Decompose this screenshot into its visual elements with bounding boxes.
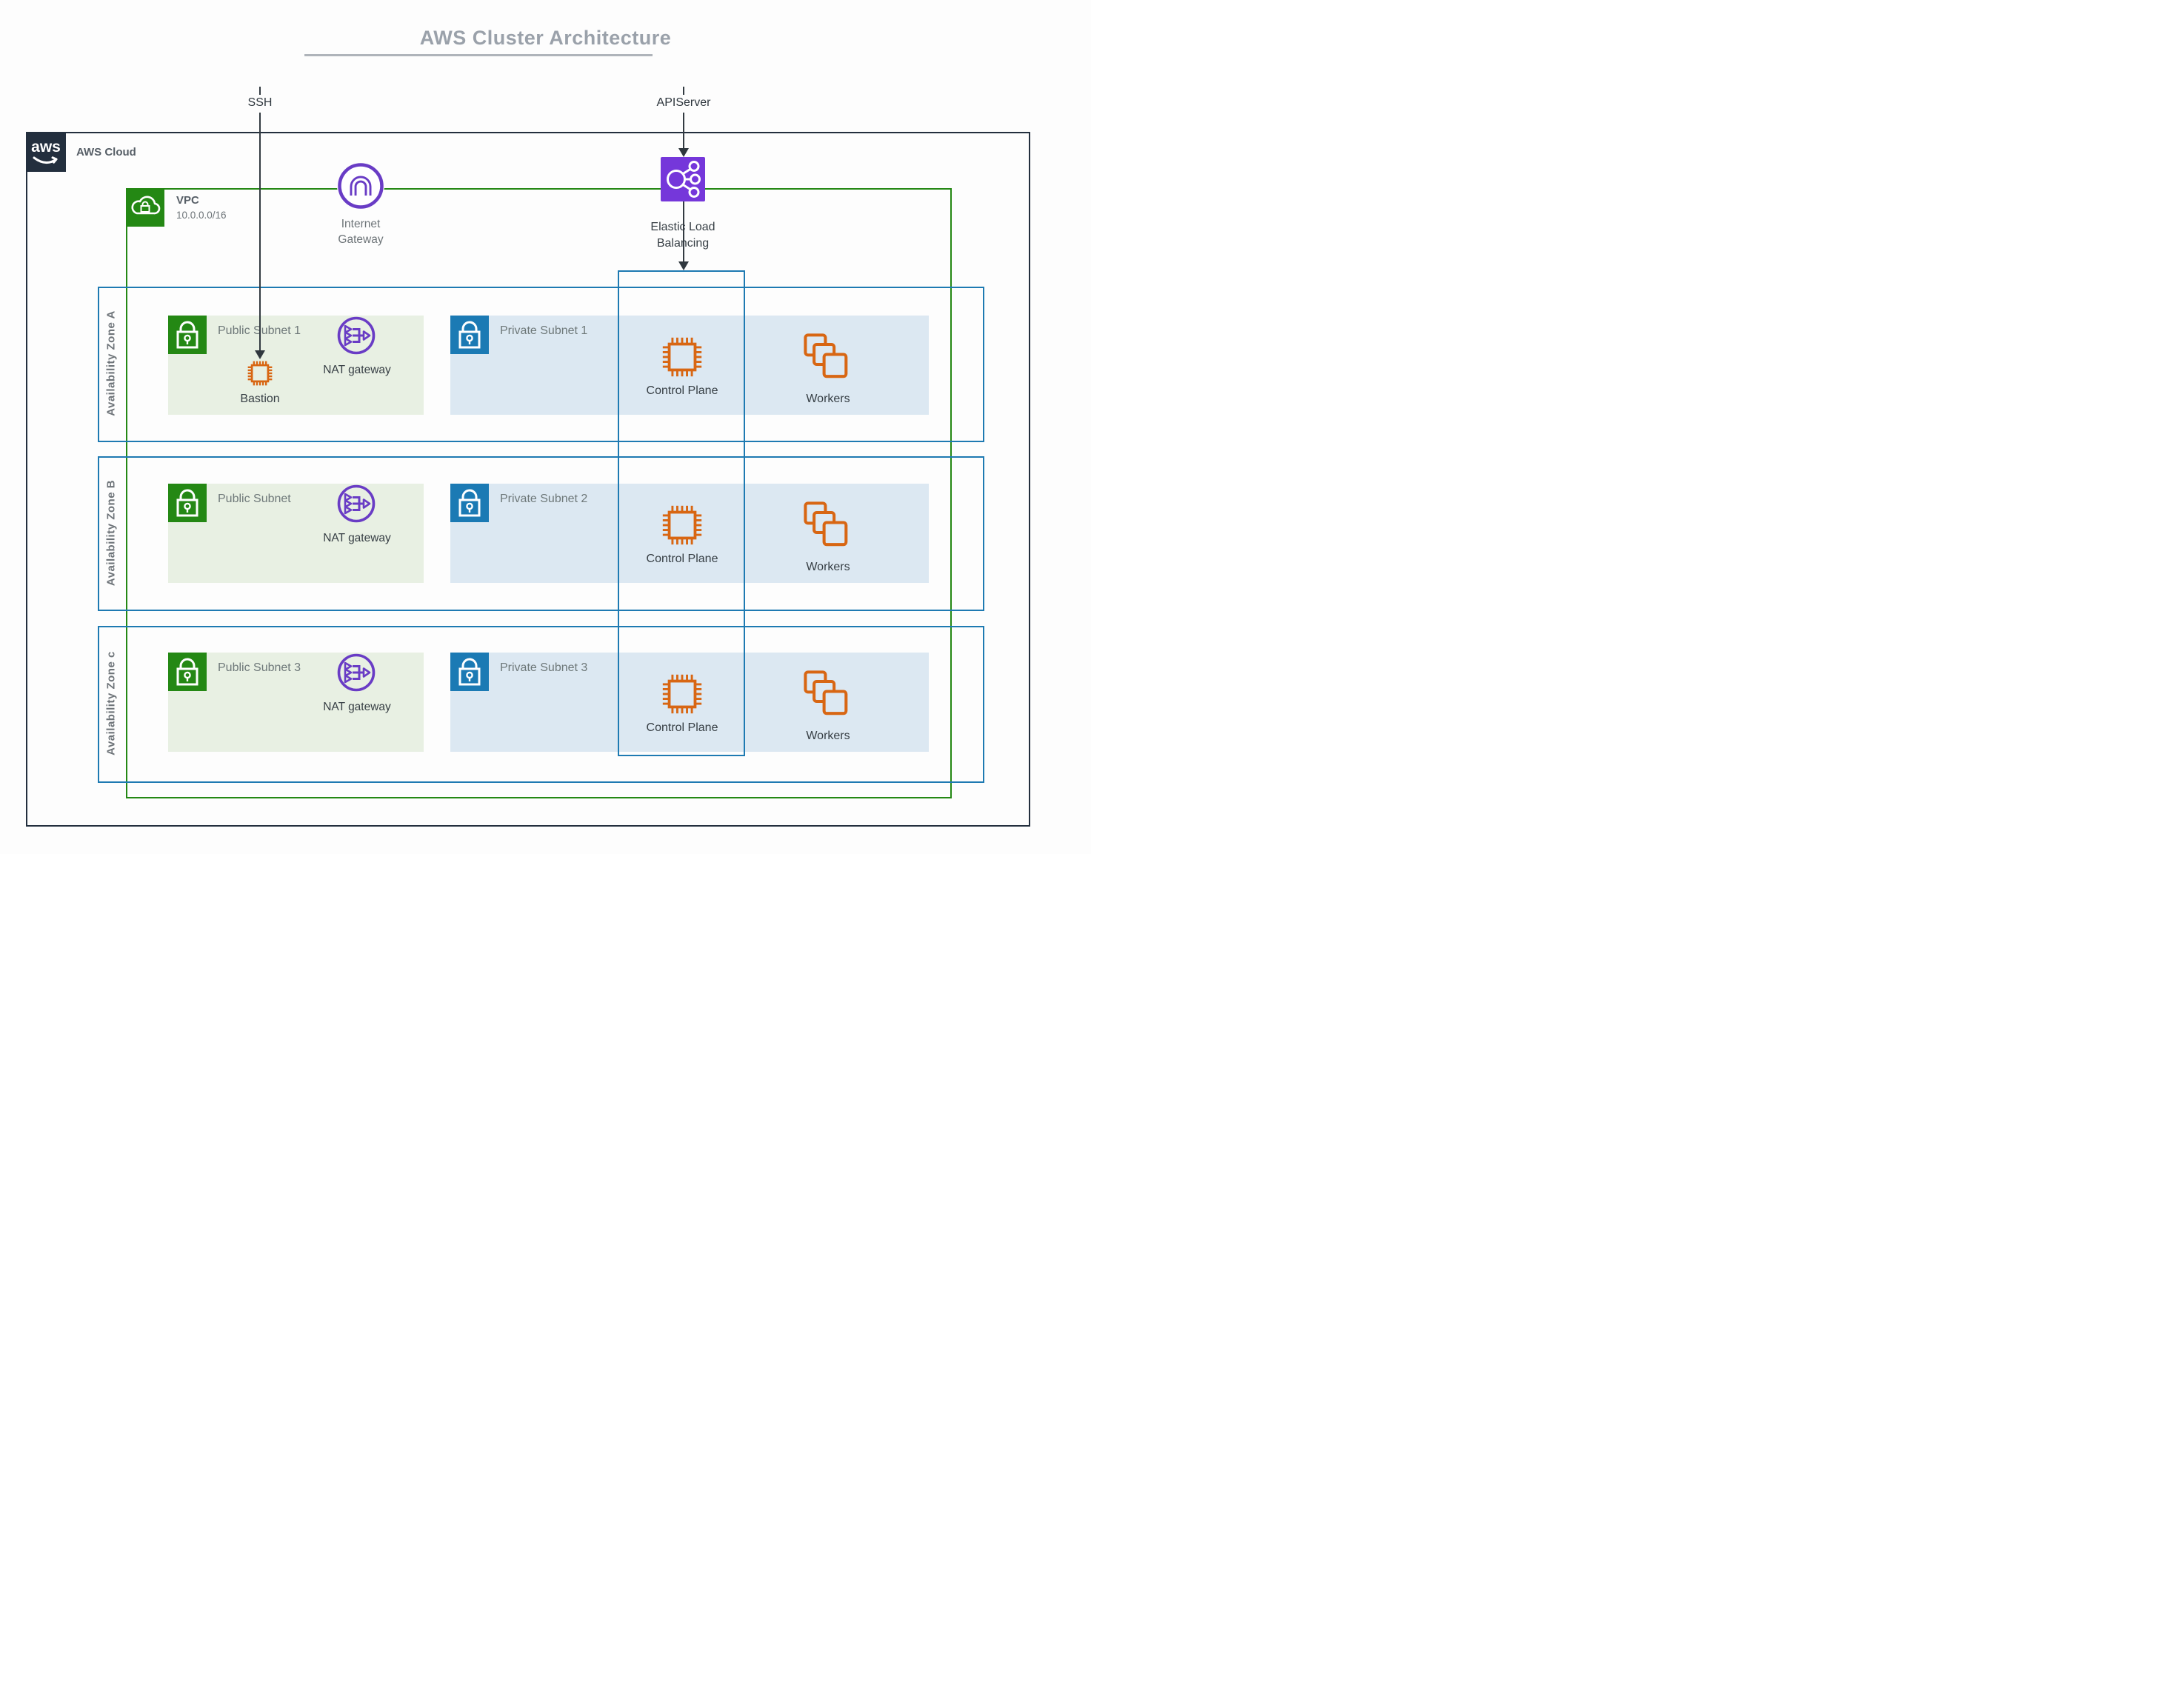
availability-zone-c-label: Availability Zone c — [104, 651, 118, 755]
private-subnet-lock-icon — [450, 316, 489, 354]
private-subnet-3-area — [450, 653, 929, 752]
elastic-load-balancing-icon — [661, 157, 705, 201]
private-subnet-lock-icon — [450, 484, 489, 522]
internet-gateway-label: Internet Gateway — [338, 218, 384, 246]
aws-logo-icon: aws — [26, 132, 66, 172]
ssh-line-top — [259, 87, 261, 95]
availability-zone-b-label: Availability Zone B — [104, 479, 118, 587]
vpc-cidr: 10.0.0.0/16 — [176, 210, 227, 221]
apiserver-arrow-line — [683, 113, 684, 148]
control-plane-label: Control Plane — [646, 384, 718, 397]
private-subnet-2-label: Private Subnet 2 — [500, 493, 588, 505]
availability-zone-c: Availability Zone c Public Subnet 3 NAT … — [98, 626, 984, 783]
private-subnet-2-area — [450, 484, 929, 583]
elb-to-controlplane-line — [683, 201, 684, 261]
workers-icon — [801, 331, 855, 384]
nat-gateway-label: NAT gateway — [323, 364, 391, 376]
vpc-box — [126, 188, 952, 798]
public-subnet-lock-icon — [168, 653, 207, 691]
control-plane-label: Control Plane — [646, 553, 718, 565]
availability-zone-c-box — [98, 626, 984, 783]
apiserver-label: APIServer — [656, 96, 711, 109]
private-subnet-1-area — [450, 316, 929, 415]
public-subnet-3-area — [168, 653, 424, 752]
apiserver-arrowhead — [678, 148, 689, 157]
control-plane-label: Control Plane — [646, 721, 718, 734]
public-subnet-b-label: Public Subnet — [218, 493, 291, 505]
public-subnet-3-label: Public Subnet 3 — [218, 661, 301, 674]
availability-zone-a-box — [98, 287, 984, 442]
title-underline — [304, 54, 653, 56]
workers-label: Workers — [806, 730, 850, 742]
svg-text:aws: aws — [31, 139, 61, 156]
availability-zone-b-box — [98, 456, 984, 611]
availability-zone-b: Availability Zone B Public Subnet NAT ga… — [98, 456, 984, 611]
ssh-arrow-line — [259, 113, 261, 355]
workers-icon — [801, 668, 855, 721]
page-title: AWS Cluster Architecture — [419, 27, 672, 49]
public-subnet-lock-icon — [168, 316, 207, 354]
vpc-icon — [126, 188, 164, 227]
ssh-label: SSH — [247, 96, 273, 109]
bastion-icon — [245, 358, 275, 388]
apiserver-line-top — [683, 87, 684, 95]
diagram-canvas: AWS Cluster Architecture aws AWS Cloud A… — [0, 0, 1091, 854]
nat-gateway-icon — [337, 653, 376, 692]
aws-cloud-label: AWS Cloud — [76, 146, 136, 159]
nat-gateway-icon — [337, 484, 376, 523]
nat-gateway-label: NAT gateway — [323, 701, 391, 713]
vpc-label: VPC — [176, 194, 199, 207]
public-subnet-1-area — [168, 316, 424, 415]
private-subnet-3-label: Private Subnet 3 — [500, 661, 588, 674]
workers-icon — [801, 499, 855, 553]
aws-cloud-box — [26, 132, 1030, 827]
public-subnet-b-area — [168, 484, 424, 583]
private-subnet-1-label: Private Subnet 1 — [500, 324, 588, 337]
internet-gateway-icon — [337, 162, 384, 210]
ssh-arrowhead — [255, 350, 265, 359]
private-subnet-lock-icon — [450, 653, 489, 691]
control-plane-icon — [658, 670, 706, 718]
public-subnet-lock-icon — [168, 484, 207, 522]
control-plane-icon — [658, 501, 706, 549]
nat-gateway-label: NAT gateway — [323, 532, 391, 544]
control-plane-icon — [658, 333, 706, 381]
control-plane-group-box — [618, 270, 745, 756]
elb-to-controlplane-arrowhead — [678, 261, 689, 270]
workers-label: Workers — [806, 561, 850, 573]
availability-zone-a-label: Availability Zone A — [104, 310, 118, 416]
nat-gateway-icon — [337, 316, 376, 355]
bastion-label: Bastion — [240, 393, 280, 405]
availability-zone-a: Availability Zone A Public Subnet 1 NAT … — [98, 287, 984, 442]
workers-label: Workers — [806, 393, 850, 405]
